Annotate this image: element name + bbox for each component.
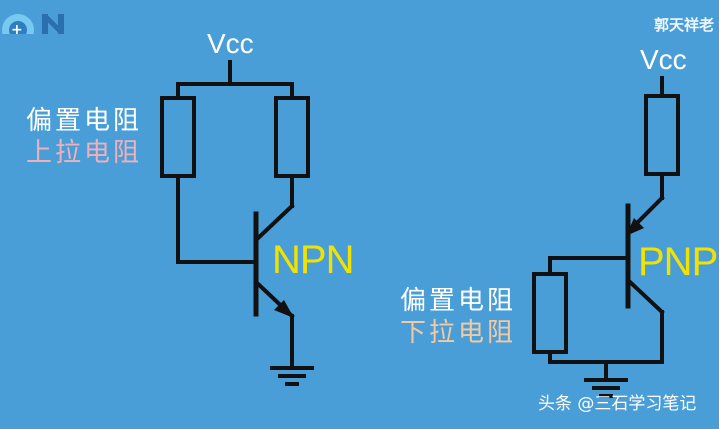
pnp-emitter-resistor: [644, 94, 680, 176]
pnp-transistor-label: PNP: [638, 240, 718, 284]
pnp-resistor-caption-bias: 偏置电阻: [400, 286, 517, 316]
npn-resistor-caption-pullup: 上拉电阻: [26, 138, 143, 168]
watermark-bottom: 头条 @三石学习笔记: [538, 394, 697, 414]
svg-text:+: +: [11, 22, 23, 34]
pnp-pulldown-resistor: [532, 272, 568, 354]
pnp-emitter-arrow: [626, 218, 644, 236]
pnp-resistor-caption-pulldown: 下拉电阻: [400, 318, 517, 348]
pnp-vcc-label: Vcc: [640, 44, 687, 75]
npn-vcc-label: Vcc: [207, 28, 254, 59]
npn-collector-resistor: [274, 96, 310, 178]
pnp-circuit-wires: [548, 76, 665, 380]
npn-ground-symbol: [270, 366, 314, 386]
npn-emitter-arrow: [274, 300, 294, 318]
watermark-top: 郭天祥老: [654, 16, 715, 34]
corner-logo-icon: +: [2, 14, 64, 34]
pnp-ground-symbol: [584, 378, 628, 398]
npn-transistor-label: NPN: [272, 238, 354, 282]
npn-resistor-caption-bias: 偏置电阻: [26, 106, 143, 136]
npn-bias-resistor: [160, 96, 196, 178]
